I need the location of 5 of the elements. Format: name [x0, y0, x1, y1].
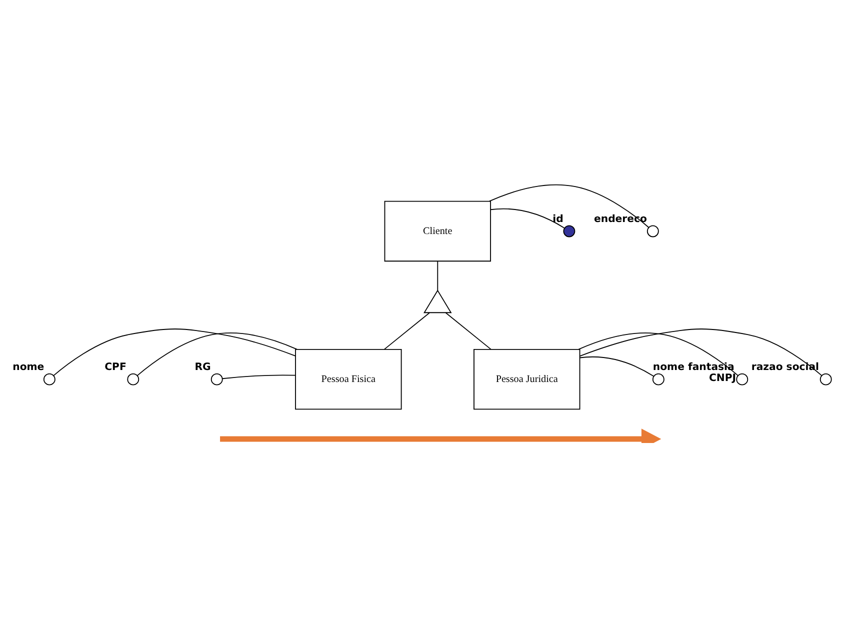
node-label: nome — [12, 361, 44, 372]
node-label: RG — [194, 361, 211, 372]
node-label: CNPJ — [709, 372, 736, 384]
node-label: CPF — [104, 361, 126, 372]
node-label: id — [552, 213, 564, 224]
